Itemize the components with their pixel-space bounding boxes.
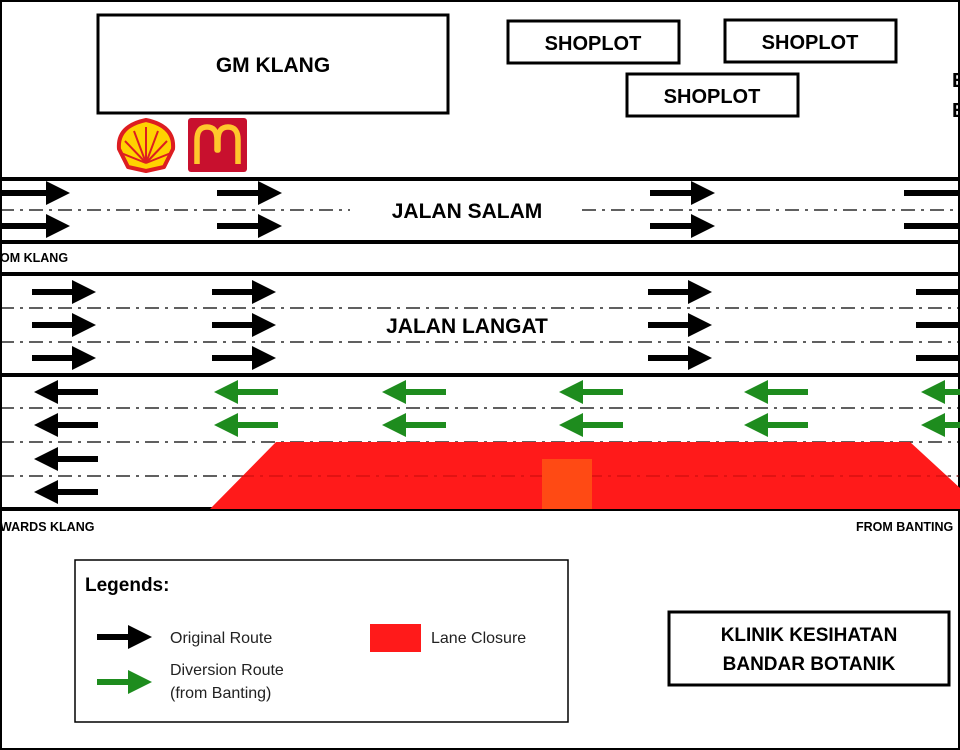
original-route-arrows [0,181,960,504]
legend-title: Legends: [85,575,169,596]
closure-marker [542,459,592,509]
road-jalan-salam: JALAN SALAM [0,177,960,244]
legend-lane-closure-swatch [370,624,421,652]
legend-box: Legends: Original Route Diversion Route … [74,559,569,723]
building-clinic: KLINIK KESIHATAN BANDAR BOTANIK [667,610,951,687]
shell-logo-icon [116,118,176,173]
shoplot-2-label: SHOPLOT [762,32,859,54]
partial-building-label-2: E [952,100,960,122]
towards-klang-label: WARDS KLANG [0,520,94,534]
lane-closure-zone [210,442,960,509]
clinic-label-line2: BANDAR BOTANIK [723,654,896,675]
mcdonalds-logo-icon [188,118,247,172]
legend-lane-closure-label: Lane Closure [431,630,526,647]
gm-klang-label: GM KLANG [216,54,330,77]
road-jalan-langat: JALAN LANGAT [0,272,960,377]
building-shoplot-1: SHOPLOT [506,19,681,65]
legend-original-label: Original Route [170,630,272,647]
from-banting-label: FROM BANTING [856,520,953,534]
jalan-salam-label: JALAN SALAM [392,200,543,223]
clinic-label-line1: KLINIK KESIHATAN [721,625,898,646]
building-shoplot-3: SHOPLOT [625,72,800,118]
jalan-langat-label: JALAN LANGAT [386,315,548,338]
shoplot-1-label: SHOPLOT [545,33,642,55]
partial-building-label-1: E [952,70,960,92]
diversion-route-arrows [214,380,960,437]
building-shoplot-2: SHOPLOT [723,18,898,64]
building-gm-klang: GM KLANG [96,13,450,115]
from-gm-klang-label: OM KLANG [0,251,68,265]
legend-diversion-label-1: Diversion Route [170,662,284,679]
legend-diversion-label-2: (from Banting) [170,685,271,702]
shoplot-3-label: SHOPLOT [664,86,761,108]
